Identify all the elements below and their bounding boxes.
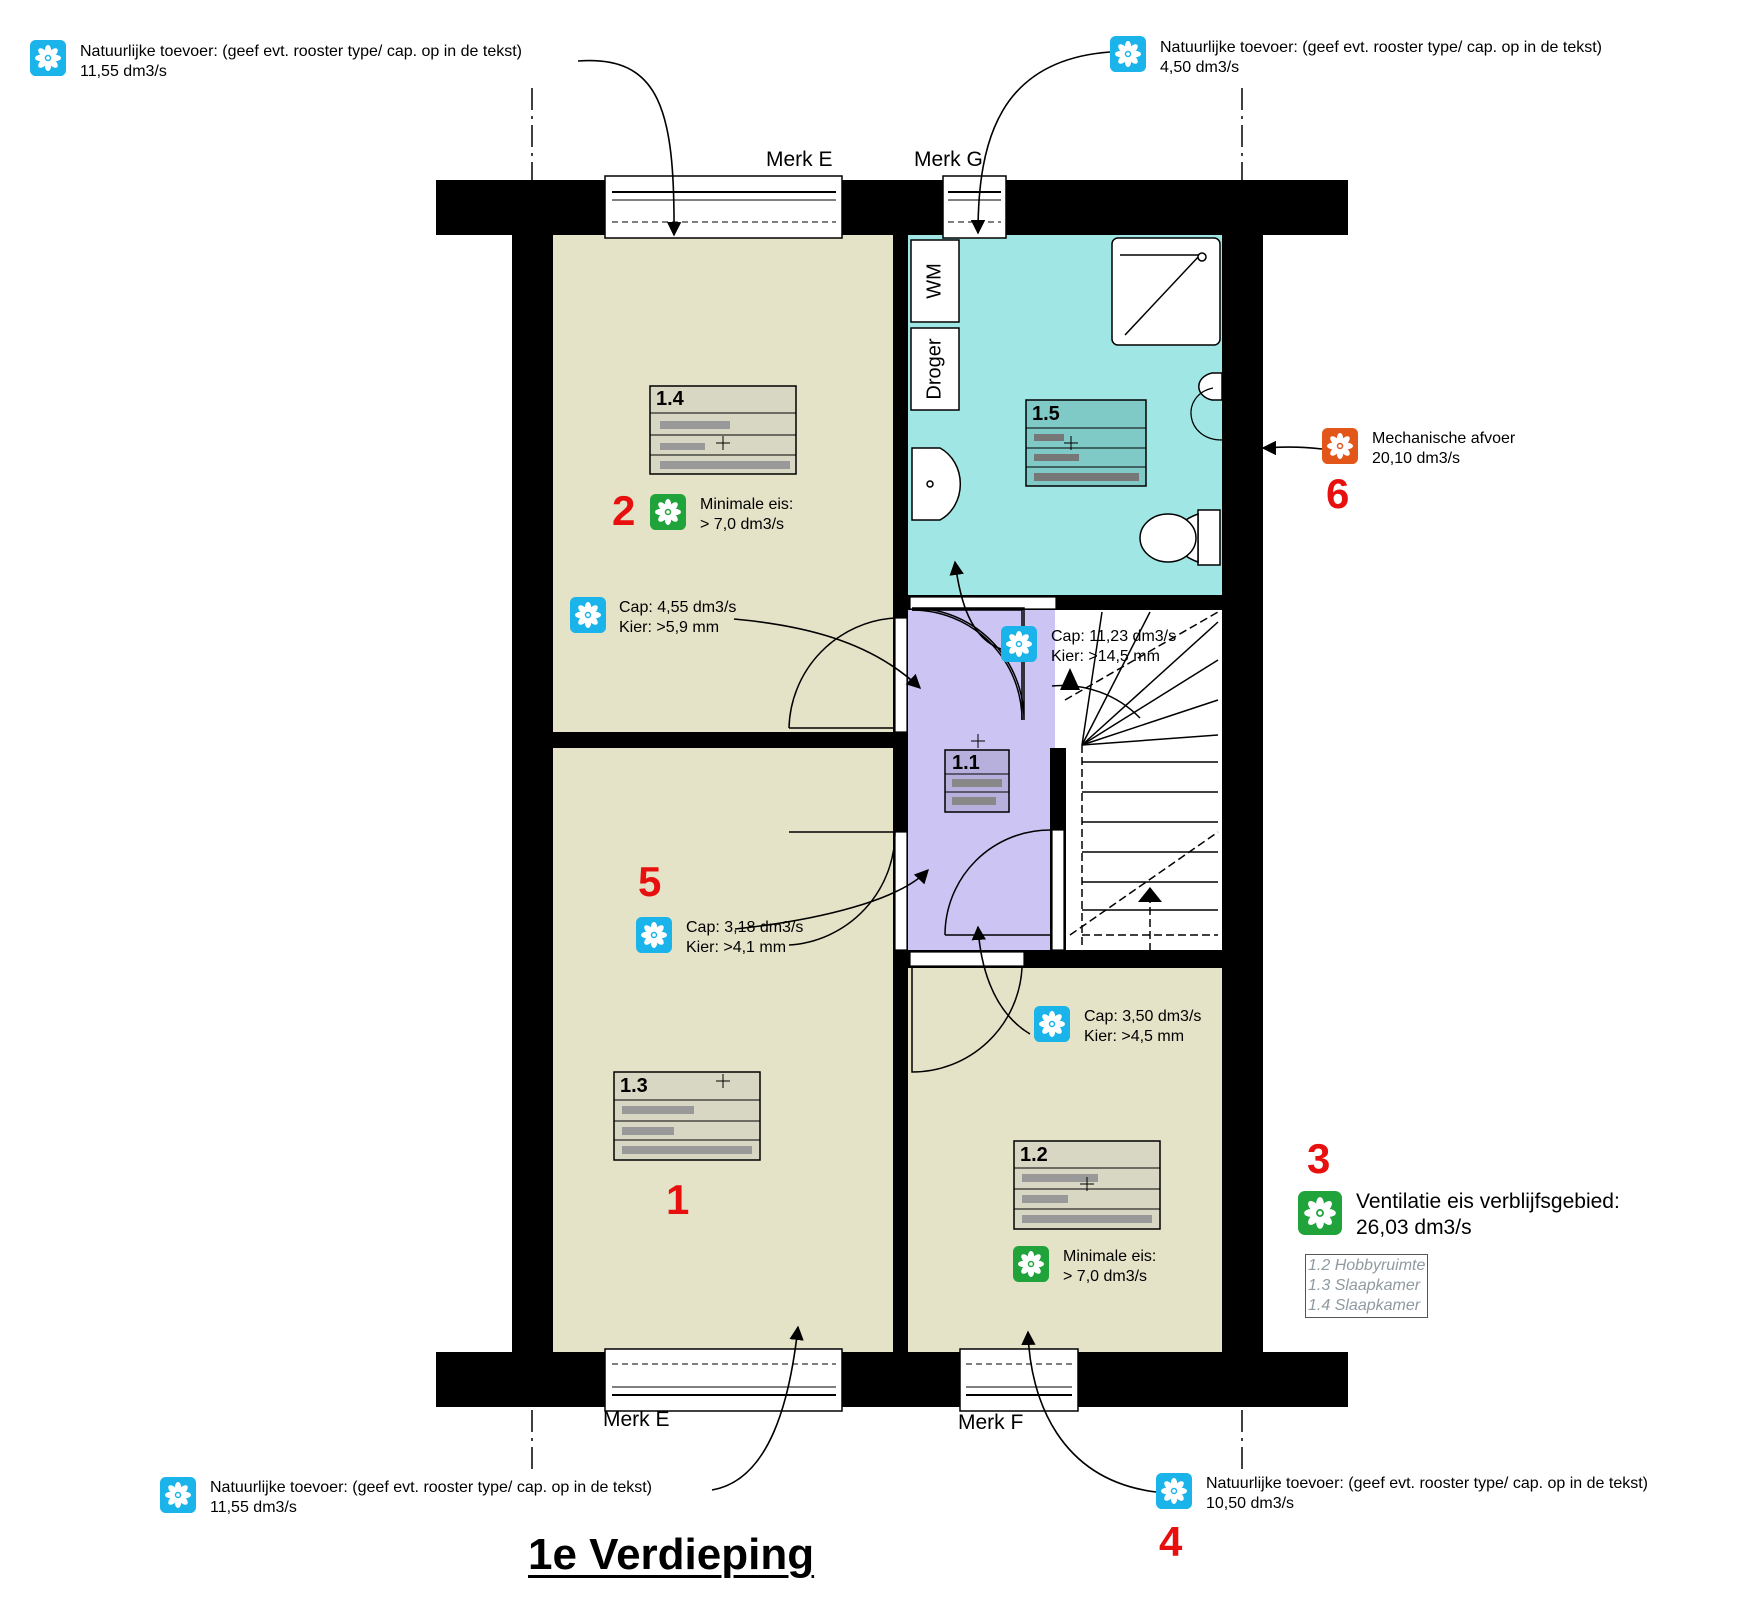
requirement-room-1-2: Minimale eis: > 7,0 dm3/s: [1063, 1247, 1156, 1287]
supply-label-top-right: Natuurlijke toevoer: (geef evt. rooster …: [1160, 38, 1602, 78]
requirement-text: Minimale eis:: [1063, 1248, 1157, 1265]
supply-text: Natuurlijke toevoer: (geef evt. rooster …: [1206, 1475, 1648, 1492]
fan-icon: [1013, 1246, 1049, 1282]
fan-icon: [1110, 36, 1146, 72]
supply-value: 11,55 dm3/s: [210, 1499, 297, 1516]
door-gap-kier: Kier: >14,5 mm: [1051, 648, 1160, 665]
window-bottom-left: [604, 1348, 843, 1412]
door-gap-1-5: Cap: 11,23 dm3/s Kier: >14,5 mm: [1051, 627, 1176, 667]
door-gap-cap: Cap: 11,23 dm3/s: [1051, 628, 1177, 645]
window-top-right: [942, 175, 1007, 239]
ventilation-total-value: 26,03 dm3/s: [1356, 1216, 1472, 1239]
walls: [436, 180, 1348, 1407]
leader-arrows: [577, 51, 1323, 1493]
door-gap-1-3: Cap: 3,18 dm3/s Kier: >4,1 mm: [686, 918, 803, 958]
door-gap-cap: Cap: 3,18 dm3/s: [686, 919, 804, 936]
room-tag-1-2: 1.2: [1020, 1144, 1048, 1166]
fan-icon: [1298, 1191, 1342, 1235]
red-number-3: 3: [1307, 1135, 1331, 1182]
fan-icon: [1001, 626, 1037, 662]
room-tag-1-5: 1.5: [1032, 403, 1060, 425]
red-number-1: 1: [666, 1176, 690, 1223]
ventilation-total: Ventilatie eis verblijfsgebied: 26,03 dm…: [1356, 1189, 1620, 1241]
window-mark-top-right: Merk G: [914, 148, 983, 171]
window-mark-bottom-left: Merk E: [603, 1408, 670, 1431]
room-legend: 1.2 Hobbyruimte 1.3 Slaapkamer 1.4 Slaap…: [1305, 1254, 1429, 1318]
door-gap-cap: Cap: 3,50 dm3/s: [1084, 1008, 1202, 1025]
fan-icon: [636, 917, 672, 953]
staircase: [1064, 611, 1219, 950]
door-gap-1-2: Cap: 3,50 dm3/s Kier: >4,5 mm: [1084, 1007, 1201, 1047]
supply-text: Natuurlijke toevoer: (geef evt. rooster …: [1160, 39, 1602, 56]
supply-value: 11,55 dm3/s: [80, 63, 167, 80]
washer-label: WM: [924, 263, 947, 299]
legend-item: 1.4 Slaapkamer: [1308, 1297, 1421, 1314]
supply-text: Natuurlijke toevoer: (geef evt. rooster …: [80, 43, 522, 60]
door-gap-cap: Cap: 4,55 dm3/s: [619, 599, 737, 616]
door-swings: [788, 607, 1141, 1073]
requirement-text: Minimale eis:: [700, 496, 794, 513]
ventilation-total-text: Ventilatie eis verblijfsgebied:: [1356, 1190, 1620, 1213]
supply-value: 4,50 dm3/s: [1160, 59, 1240, 76]
washer-text: WM: [923, 263, 946, 299]
door-gap-kier: Kier: >5,9 mm: [619, 619, 720, 636]
room-tag-1-4: 1.4: [656, 388, 684, 410]
exhaust-text: Mechanische afvoer: [1372, 430, 1516, 447]
axis-lines: [531, 88, 1243, 1470]
fan-icon: [570, 597, 606, 633]
window-mark-bottom-right: Merk F: [958, 1411, 1024, 1434]
supply-label-top-left: Natuurlijke toevoer: (geef evt. rooster …: [80, 42, 522, 82]
window-bottom-right: [959, 1348, 1079, 1412]
requirement-value: > 7,0 dm3/s: [1063, 1268, 1148, 1285]
requirement-value: > 7,0 dm3/s: [700, 516, 785, 533]
red-number-6: 6: [1326, 470, 1350, 517]
supply-label-bottom-left: Natuurlijke toevoer: (geef evt. rooster …: [210, 1478, 652, 1518]
supply-label-bottom-right: Natuurlijke toevoer: (geef evt. rooster …: [1206, 1474, 1648, 1514]
room-1-4: [553, 235, 893, 732]
dryer-text: Droger: [923, 338, 946, 400]
fan-icon: [1034, 1006, 1070, 1042]
dryer-label: Droger: [924, 338, 947, 399]
supply-text: Natuurlijke toevoer: (geef evt. rooster …: [210, 1479, 652, 1496]
room-tag-boxes: [613, 385, 1161, 1230]
requirement-room-1-4: Minimale eis: > 7,0 dm3/s: [700, 495, 793, 535]
bathroom-fixtures: [910, 237, 1223, 566]
red-number-2: 2: [612, 487, 636, 534]
legend-item: 1.2 Hobbyruimte: [1308, 1257, 1426, 1274]
supply-value: 10,50 dm3/s: [1206, 1495, 1295, 1512]
exhaust-value: 20,10 dm3/s: [1372, 450, 1461, 467]
room-tag-1-3: 1.3: [620, 1075, 648, 1097]
page-title: 1e Verdieping: [528, 1530, 815, 1579]
legend-item: 1.3 Slaapkamer: [1308, 1277, 1421, 1294]
door-gap-kier: Kier: >4,5 mm: [1084, 1028, 1185, 1045]
fan-icon: [30, 40, 66, 76]
fan-icon: [1156, 1473, 1192, 1509]
door-gap-1-4: Cap: 4,55 dm3/s Kier: >5,9 mm: [619, 598, 736, 638]
window-mark-top-left: Merk E: [766, 148, 833, 171]
window-top-left: [604, 175, 843, 239]
stair-area: [1055, 610, 1222, 950]
room-1-3: [553, 748, 893, 1352]
exhaust-label: Mechanische afvoer 20,10 dm3/s: [1372, 429, 1515, 469]
red-number-5: 5: [638, 858, 662, 905]
door-gap-kier: Kier: >4,1 mm: [686, 939, 787, 956]
red-number-4: 4: [1159, 1518, 1183, 1565]
fan-icon: [1322, 428, 1358, 464]
fan-icon: [160, 1477, 196, 1513]
fan-icon: [650, 494, 686, 530]
room-tag-1-1: 1.1: [952, 752, 980, 774]
